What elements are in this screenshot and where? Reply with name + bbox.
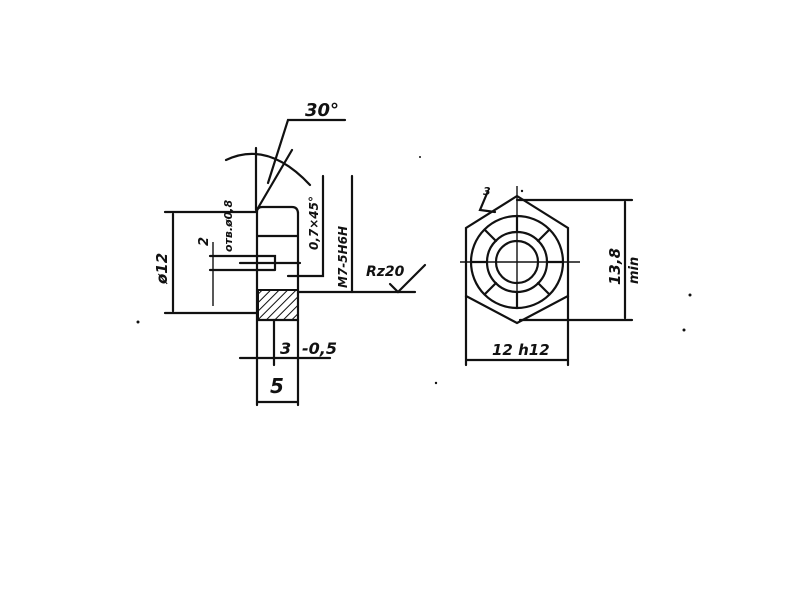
hatched-section bbox=[257, 289, 299, 321]
across-flats-dimension bbox=[464, 294, 570, 367]
roughness-check-icon bbox=[388, 263, 427, 294]
top-view: 3 13,8 min 12 h12 bbox=[460, 185, 642, 367]
diameter-dimension bbox=[163, 210, 259, 315]
marker-label: 3 bbox=[483, 185, 491, 198]
across-corners-suffix: min bbox=[627, 257, 642, 284]
scan-specks bbox=[136, 156, 692, 385]
hexagon-outline bbox=[464, 194, 570, 325]
across-corners-dimension bbox=[515, 198, 634, 322]
roughness-label: Rz20 bbox=[366, 264, 405, 280]
holes-count-label: 2 bbox=[197, 237, 212, 246]
chamfer-leader bbox=[286, 174, 325, 278]
slot-width-label: 3 bbox=[280, 339, 291, 358]
across-corners-label: 13,8 bbox=[606, 248, 624, 285]
slot-tolerance-label: -0,5 bbox=[302, 339, 337, 358]
across-flats-label: 12 h12 bbox=[492, 341, 550, 359]
diameter-label: ø12 bbox=[153, 253, 171, 285]
marker-leader bbox=[478, 189, 497, 214]
chamfer-label: 0,7×45° bbox=[307, 196, 321, 250]
angle-label: 30° bbox=[305, 100, 339, 121]
angle-leader bbox=[254, 118, 347, 212]
side-view: 30° 0,7×45° M7-5H6H Rz20 ø12 2 отв.ø0,8 … bbox=[153, 100, 427, 407]
holes-label: отв.ø0,8 bbox=[222, 200, 235, 252]
slot-lines bbox=[208, 254, 302, 272]
angle-arc bbox=[224, 152, 312, 187]
thread-label: M7-5H6H bbox=[336, 226, 350, 288]
center-lines bbox=[460, 186, 580, 300]
height-label: 5 bbox=[270, 374, 284, 398]
bottom-dimensions bbox=[238, 318, 332, 407]
